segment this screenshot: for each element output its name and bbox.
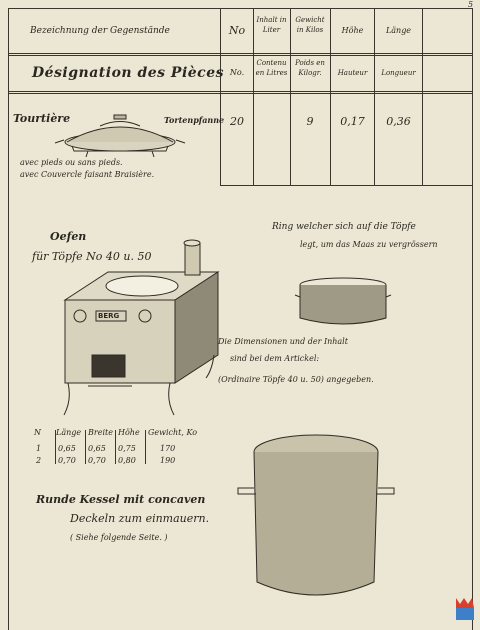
dimensions-note-1: Die Dimensionen und der Inhalt — [218, 337, 348, 346]
header-weight-fr: Poids en Kilogr. — [295, 59, 325, 77]
item-name-de: Tortenpfanne — [164, 115, 225, 125]
item-note-2: avec Couvercle faisant Braisière. — [20, 170, 155, 179]
header-weight-de: Gewicht in Kilos — [295, 16, 325, 34]
header-designation-de: Bezeichnung der Gegenstände — [30, 26, 170, 36]
oven-table-cell: 2 — [36, 456, 42, 465]
item-weight: 9 — [306, 115, 314, 128]
oven-table-cell: 1 — [36, 444, 42, 453]
dimensions-note-2: sind bei dem Artickel: — [230, 354, 320, 363]
oven-table-cell: 0,80 — [118, 456, 136, 465]
oven-table-header-width: Breite — [88, 428, 113, 437]
header-content-fr: Contenu en Litres — [255, 59, 288, 77]
header-length-de: Länge — [385, 26, 412, 35]
item-number: 20 — [230, 115, 244, 128]
kessel-caption-2: Deckeln zum einmauern. — [70, 512, 210, 525]
oven-table-cell: 190 — [160, 456, 176, 465]
tourtiere-illustration — [54, 114, 186, 158]
header-height-de: Höhe — [341, 26, 364, 35]
item-note-1: avec pieds ou sans pieds. — [20, 158, 123, 167]
oven-table-cell: 0,70 — [58, 456, 76, 465]
oven-table-header-length: Länge — [56, 428, 82, 437]
header-designation-fr: Désignation des Pièces — [32, 65, 224, 81]
oven-table-header-weight: Gewicht, Ko — [148, 428, 198, 437]
ring-caption-2: legt, um das Maas zu vergrössern — [300, 240, 438, 249]
item-length: 0,36 — [386, 115, 411, 128]
ring-illustration — [294, 277, 392, 325]
header-number-fr: No. — [229, 68, 245, 77]
header-number-de: No — [228, 24, 246, 37]
oven-table-cell: 0,75 — [118, 444, 136, 453]
oven-table-header-height: Höhe — [118, 428, 140, 437]
header-content-de: Inhalt in Liter — [256, 16, 287, 34]
oven-brand: BERG — [98, 312, 120, 320]
item-height: 0,17 — [340, 115, 365, 128]
header-height-fr: Hauteur — [337, 69, 368, 77]
oven-table-cell: 0,70 — [88, 456, 106, 465]
header-length-fr: Longueur — [381, 69, 416, 77]
ring-caption-1: Ring welcher sich auf die Töpfe — [272, 222, 416, 232]
oven-table-cell: 0,65 — [58, 444, 76, 453]
kessel-illustration — [237, 434, 395, 596]
oven-table-cell: 170 — [160, 444, 176, 453]
page-number: 5 — [468, 0, 474, 9]
oven-illustration — [63, 239, 220, 416]
oven-table-header-n: N — [34, 428, 41, 437]
oven-title: Oefen — [50, 230, 87, 243]
oven-table-cell: 0,65 — [88, 444, 106, 453]
kessel-caption-1: Runde Kessel mit concaven — [36, 493, 206, 506]
item-name-fr: Tourtière — [13, 112, 71, 125]
kessel-caption-3: ( Siehe folgende Seite. ) — [70, 533, 168, 542]
dimensions-note-3: (Ordinaire Töpfe 40 u. 50) angegeben. — [218, 375, 374, 384]
oven-subtitle: für Töpfe No 40 u. 50 — [32, 250, 152, 263]
